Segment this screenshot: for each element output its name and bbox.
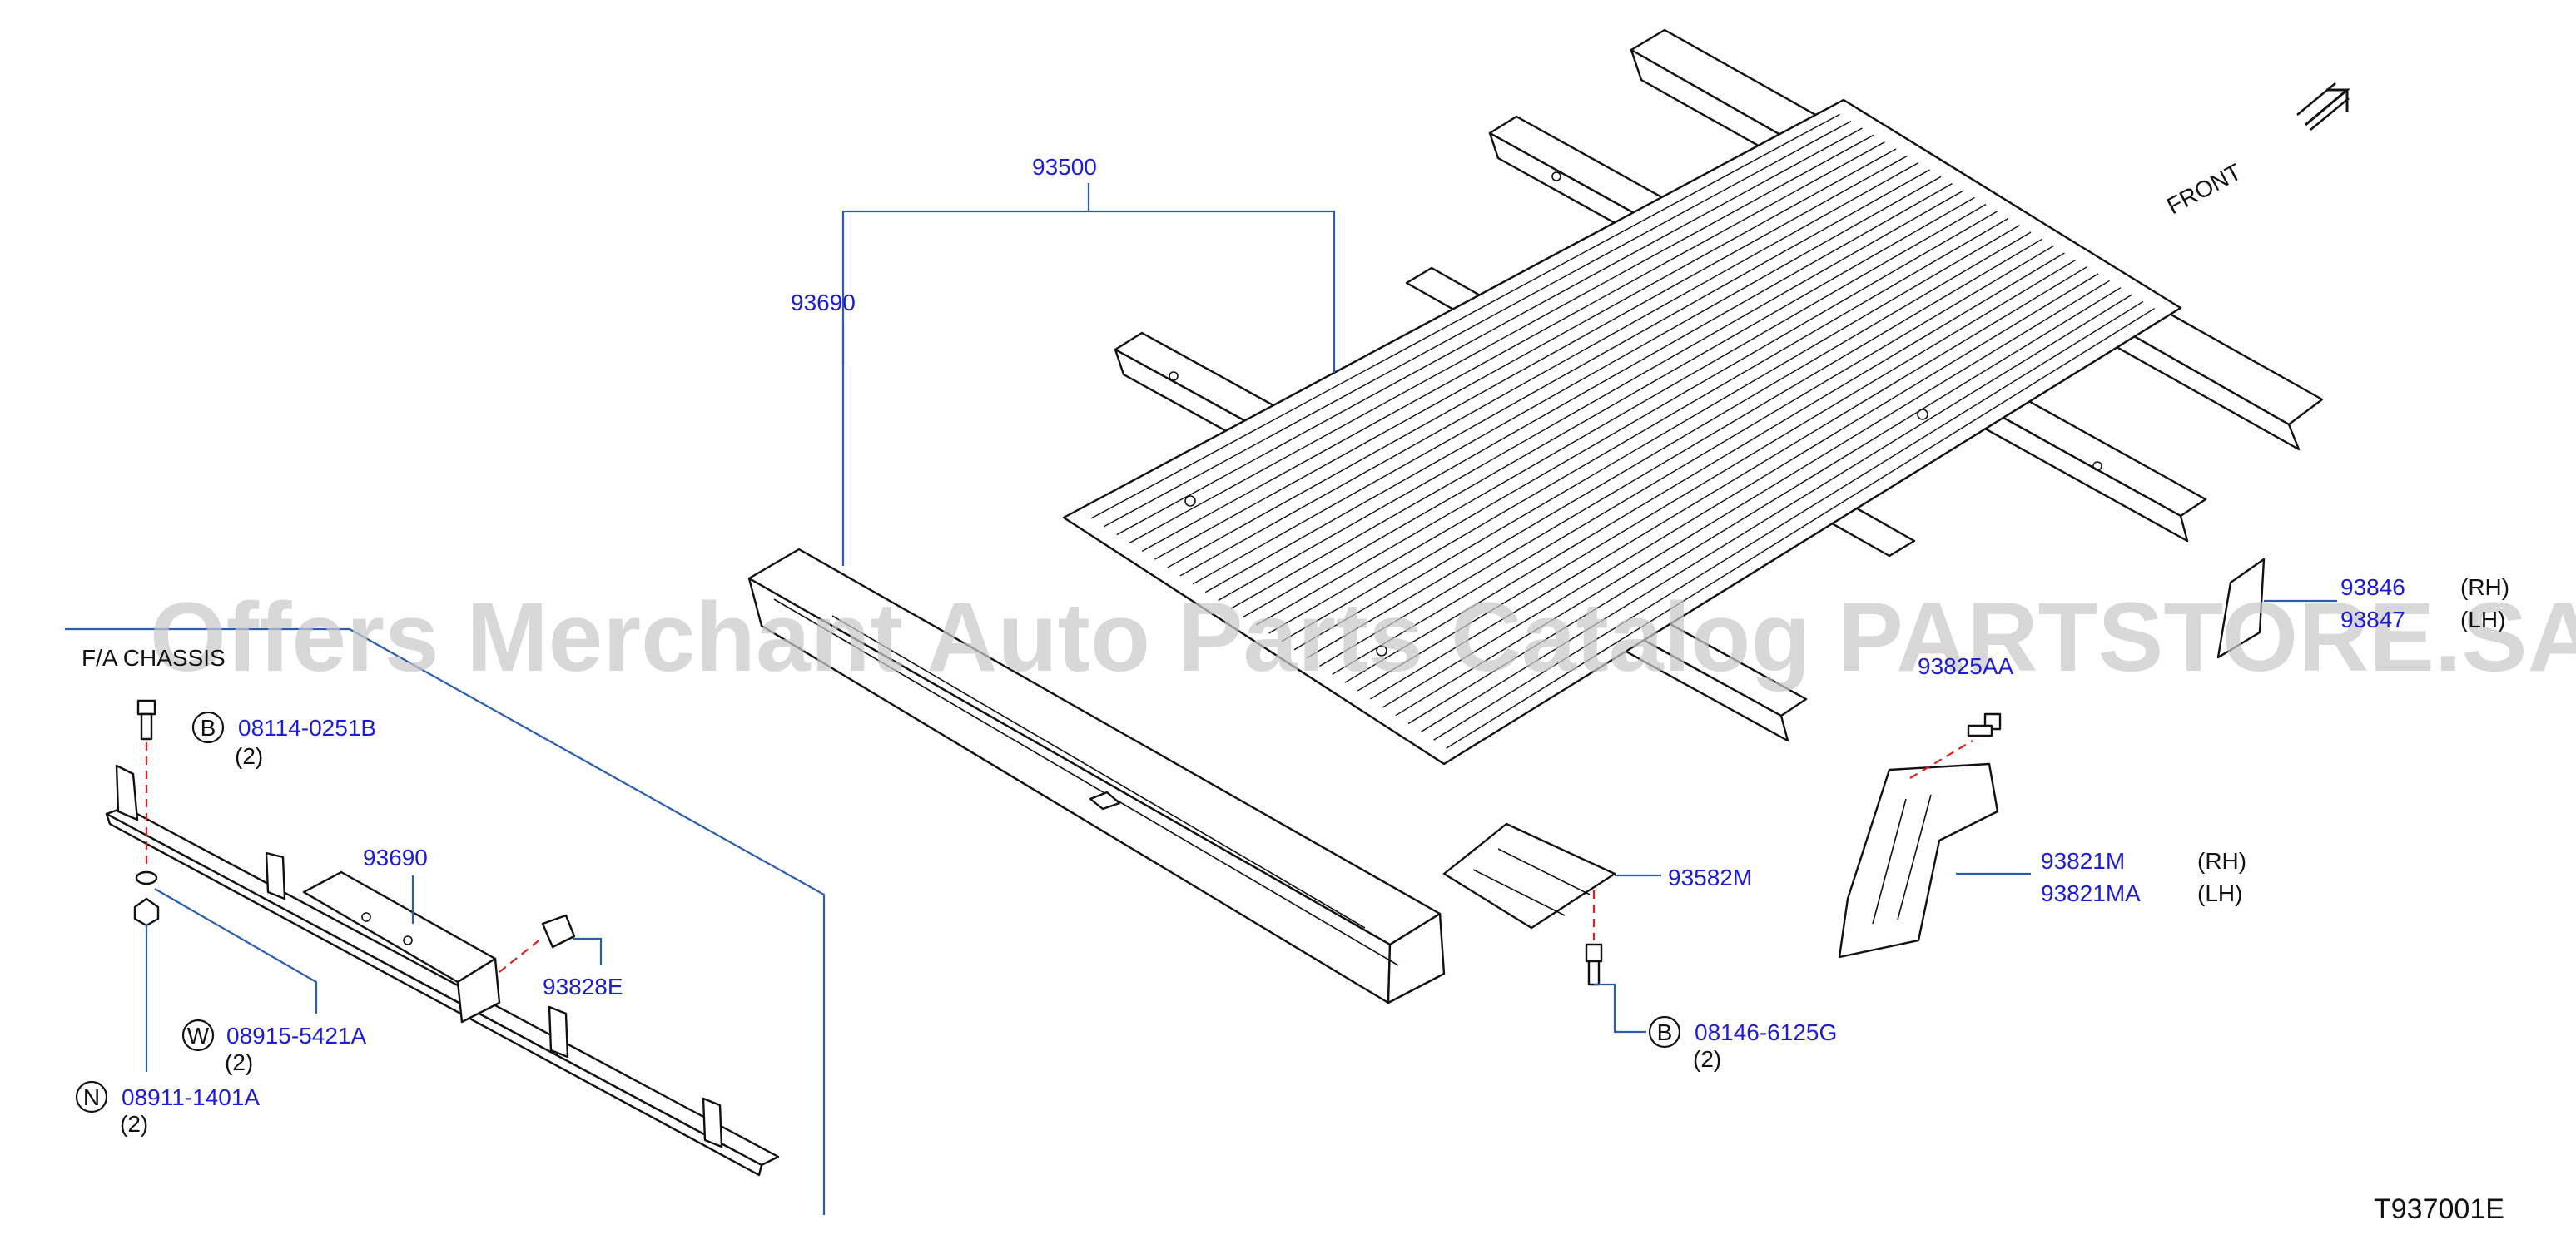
floor-rib — [1090, 113, 1840, 519]
floor-rib — [1357, 259, 2077, 692]
floor-rib — [1104, 121, 1852, 528]
callout-08146-6125g[interactable]: 08146-6125G — [1695, 1019, 1837, 1045]
floor-rib — [1395, 280, 2110, 717]
floor-rib — [1129, 134, 1874, 544]
floor-rib — [1154, 148, 1897, 560]
floor-rib — [1293, 225, 2020, 651]
front-cross-sill — [747, 548, 1446, 1004]
nut-symbol-letter: N — [83, 1084, 100, 1110]
fastener-graphics — [133, 699, 2002, 986]
qty-08911-1401a: (2) — [120, 1111, 148, 1137]
diagram-code: T937001E — [2374, 1193, 2504, 1225]
plate-93846 — [2216, 558, 2266, 659]
callout-93690-mid[interactable]: 93690 — [363, 845, 428, 870]
section-label: F/A CHASSIS — [82, 645, 226, 671]
side-rail-assembly — [105, 764, 780, 1177]
floor-rib — [1446, 308, 2155, 749]
floor-rib — [1255, 204, 1987, 626]
callout-08915-5421a[interactable]: 08915-5421A — [226, 1023, 366, 1049]
floor-rib — [1370, 266, 2087, 700]
bolt-symbol-left-letter: B — [201, 715, 216, 741]
qty-08915-5421a: (2) — [225, 1049, 253, 1075]
front-label: FRONT — [2162, 159, 2246, 220]
floor-rib — [1420, 294, 2132, 732]
callout-93500[interactable]: 93500 — [1032, 154, 1097, 180]
callout-08114-0251b[interactable]: 08114-0251B — [238, 715, 376, 741]
watermark-text: Offers Merchant Auto Parts Catalog PARTS… — [150, 583, 2576, 692]
bolt-symbol-right-letter: B — [1657, 1019, 1673, 1045]
front-arrow-icon — [2296, 82, 2351, 131]
floor-rib — [1344, 252, 2065, 683]
callout-08911-1401a[interactable]: 08911-1401A — [122, 1084, 260, 1110]
floor-ribs — [1090, 113, 2155, 749]
floor-rib — [1167, 155, 1908, 568]
floor-rib — [1332, 246, 2054, 675]
washer-symbol-letter: W — [187, 1023, 210, 1049]
floor-rib — [1433, 300, 2144, 741]
floor-rib — [1268, 211, 1998, 634]
side-rh-93821m: (RH) — [2197, 848, 2246, 874]
qty-08114-0251b: (2) — [235, 743, 263, 769]
floor-rib — [1243, 196, 1975, 618]
floor-rib — [1306, 231, 2032, 659]
leader-lines — [65, 183, 2337, 1215]
side-lh-93847: (LH) — [2460, 607, 2505, 632]
floor-rib — [1382, 273, 2099, 708]
bolt-symbol-right — [1648, 1015, 1681, 1049]
washer-symbol — [181, 1019, 215, 1052]
side-rh-93846: (RH) — [2460, 574, 2509, 600]
callout-93821ma[interactable]: 93821MA — [2041, 880, 2141, 906]
floor-rib — [1192, 169, 1930, 585]
callout-93821m[interactable]: 93821M — [2041, 848, 2125, 874]
callout-93690-top[interactable]: 93690 — [791, 290, 856, 315]
floor-rib — [1407, 287, 2122, 725]
floor-rib — [1141, 141, 1885, 552]
floor-rib — [1179, 162, 1919, 577]
callout-93825aa[interactable]: 93825AA — [1918, 653, 2014, 679]
floor-rib — [1204, 176, 1942, 593]
floor-rib — [1319, 238, 2042, 667]
callout-93582m[interactable]: 93582M — [1668, 865, 1752, 890]
callout-93828e[interactable]: 93828E — [543, 974, 623, 999]
callout-93846[interactable]: 93846 — [2340, 574, 2405, 600]
nut-symbol — [75, 1080, 108, 1113]
side-lh-93821ma: (LH) — [2197, 880, 2242, 906]
floor-rib — [1281, 217, 2009, 642]
callout-93847[interactable]: 93847 — [2340, 607, 2405, 632]
floor-rib — [1230, 190, 1964, 610]
bolt-symbol-left — [191, 711, 225, 744]
bracket-93582m — [1442, 822, 1616, 930]
bed-floor-panel — [1062, 98, 2182, 766]
floor-rib — [1218, 183, 1953, 602]
qty-08146-6125g: (2) — [1693, 1046, 1721, 1072]
floor-rib — [1116, 127, 1863, 536]
mud-guard-93821m — [1838, 762, 1999, 959]
